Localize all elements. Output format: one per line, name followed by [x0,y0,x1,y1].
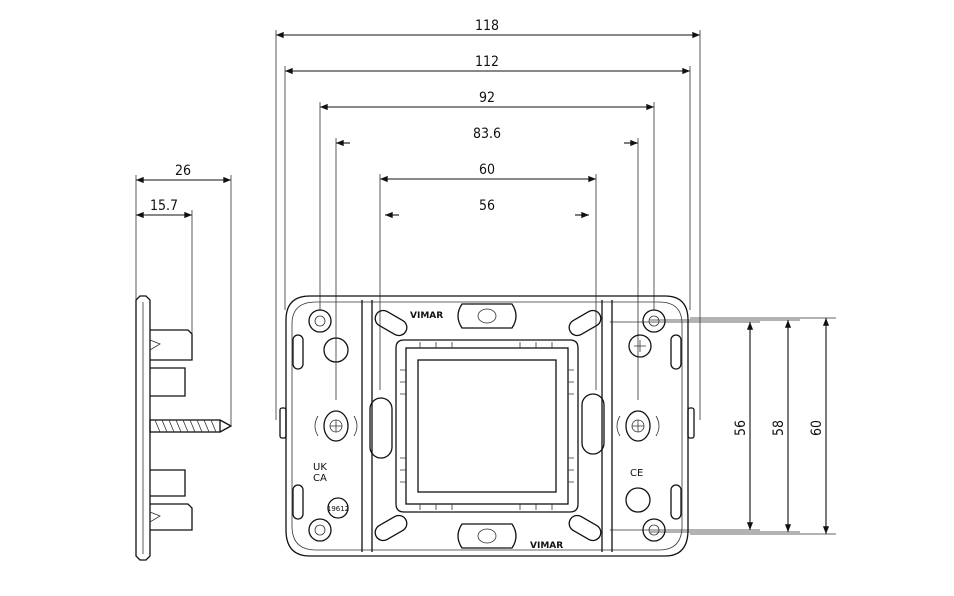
svg-text:UK: UK [313,462,327,473]
dimension-60-horizontal: 60 [379,162,597,390]
screw-thread [149,419,233,433]
brand-bottom-label: VIMAR [530,541,563,551]
dimension-112-label: 112 [475,54,499,70]
screw-left [314,410,358,442]
dimension-118: 118 [275,18,701,420]
dimension-60-vertical: 60 [690,317,836,535]
dimension-15-7: 15.7 [136,198,193,340]
standard-badge: 19612 [327,497,349,519]
dimension-83-6-label: 83.6 [473,126,501,142]
corner-hole-bottom-left [308,518,332,542]
brand-top-label: VIMAR [410,311,443,321]
dimension-56-horizontal: 56 [385,198,590,219]
corner-hole-top-right [642,309,666,333]
dimension-60-vertical-label: 60 [809,420,825,436]
corner-hole-bottom-right [642,518,666,542]
dimension-56-horizontal-label: 56 [479,198,495,214]
ukca-mark: UK CA [313,462,327,484]
svg-text:CA: CA [313,473,327,484]
corner-hole-top-left [308,309,332,333]
dimension-26: 26 [135,163,232,425]
screw-right [616,410,660,442]
dimension-15-7-label: 15.7 [150,198,178,214]
dimension-58-vertical: 58 [650,319,800,533]
dimension-26-label: 26 [175,163,191,179]
side-view [135,295,233,561]
dimension-92: 92 [319,90,655,310]
dimension-118-label: 118 [475,18,499,34]
ce-mark: CE [630,468,643,479]
dimension-60-horizontal-label: 60 [479,162,495,178]
dimension-56-vertical-label: 56 [733,420,749,436]
module-aperture [395,339,579,513]
dimension-112: 112 [284,54,691,310]
dimension-58-vertical-label: 58 [771,420,787,436]
dimension-56-vertical: 56 [610,321,760,531]
svg-text:19612: 19612 [327,505,349,513]
mounting-frame: VIMAR VIMAR UK CA CE 19612 [279,295,695,557]
dimension-92-label: 92 [479,90,495,106]
